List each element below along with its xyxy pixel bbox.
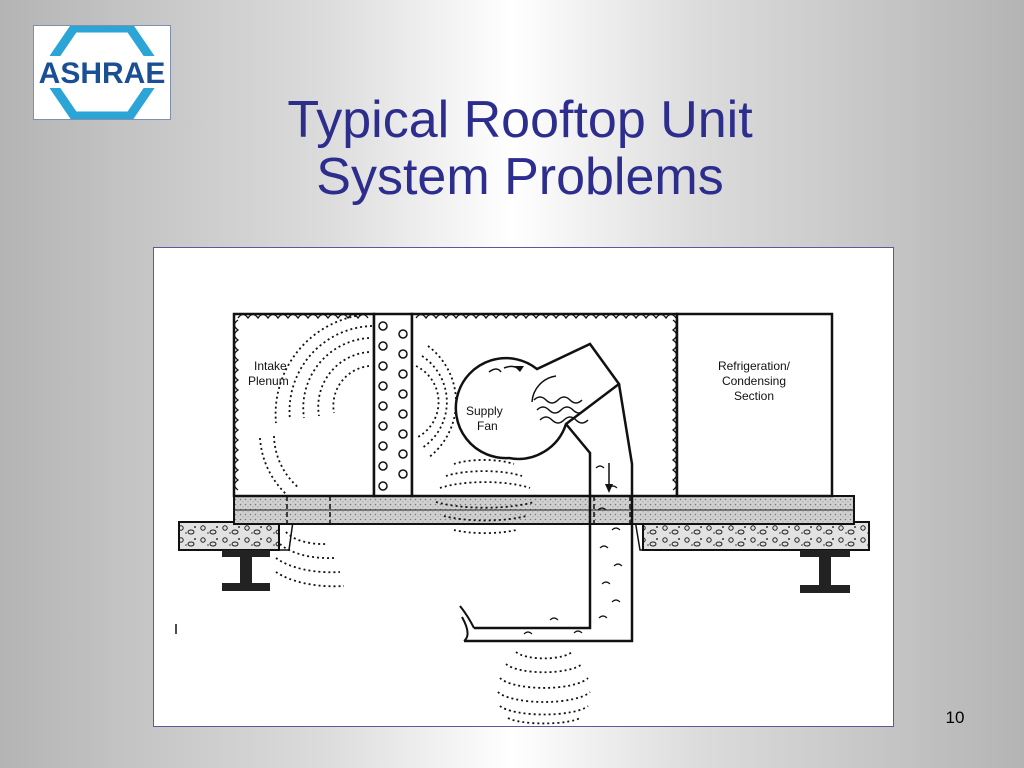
unit-base-curb — [233, 495, 855, 525]
supply-fan: Supply Fan — [454, 342, 621, 461]
noise-waves-below-intake — [275, 531, 345, 588]
supply-fan-label-2: Fan — [477, 419, 498, 433]
refrigeration-label-2: Condensing — [722, 374, 786, 388]
filter-bank — [372, 312, 414, 498]
roof-deck — [178, 512, 870, 551]
refrigeration-section: Refrigeration/ Condensing Section — [675, 312, 834, 498]
intake-plenum-label-2: Plenum — [248, 374, 289, 388]
refrigeration-label-1: Refrigeration/ — [718, 359, 791, 373]
intake-plenum: Intake Plenum — [232, 312, 376, 498]
title-line-2: System Problems — [316, 148, 724, 206]
noise-waves-filter — [415, 345, 457, 459]
intake-plenum-label-1: Intake — [254, 359, 287, 373]
rooftop-unit-diagram: Intake Plenum — [153, 247, 894, 727]
supply-duct — [459, 383, 634, 643]
logo-text: ASHRAE — [39, 57, 166, 90]
slide-title: Typical Rooftop Unit System Problems — [190, 92, 850, 206]
steel-beam-right — [800, 550, 850, 593]
page-number: 10 — [945, 708, 965, 727]
supply-fan-label-1: Supply — [466, 404, 503, 418]
steel-beam-left — [222, 550, 270, 591]
ashrae-logo: ASHRAE — [33, 25, 171, 120]
noise-waves-fan-base — [435, 459, 535, 535]
noise-waves-intake — [259, 313, 377, 495]
refrigeration-label-3: Section — [734, 389, 774, 403]
noise-waves-below-duct — [497, 651, 591, 725]
title-line-1: Typical Rooftop Unit — [287, 91, 753, 149]
